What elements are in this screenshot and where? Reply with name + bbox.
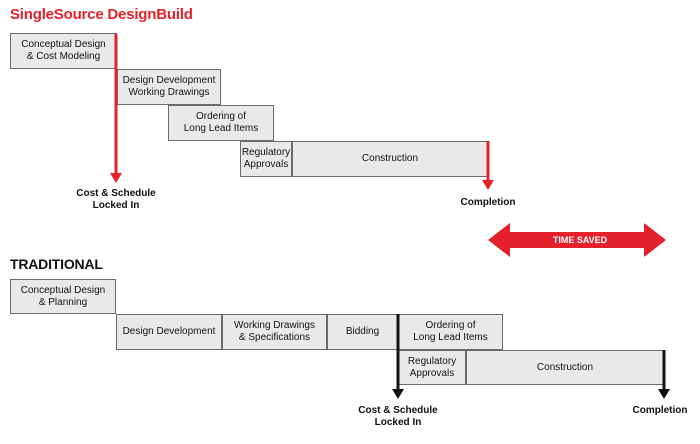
step-label: Design Development Working Drawings — [122, 75, 216, 98]
step-label: Conceptual Design & Cost Modeling — [21, 39, 106, 62]
step-label: Regulatory Approvals — [407, 355, 457, 379]
tr-completion-label: Completion — [632, 405, 688, 416]
tr-step-construction: Construction — [466, 350, 664, 385]
step-label: Conceptual Design & Planning — [20, 284, 106, 308]
db-step-conceptual-design: Conceptual Design & Cost Modeling — [10, 33, 117, 69]
designbuild-title: SingleSource DesignBuild — [10, 6, 193, 23]
db-step-long-lead-items: Ordering of Long Lead Items — [168, 105, 274, 141]
tr-step-conceptual-design: Conceptual Design & Planning — [10, 279, 116, 314]
time-saved-label: TIME SAVED — [552, 235, 608, 245]
db-step-construction: Construction — [292, 141, 488, 177]
step-label: Bidding — [345, 326, 380, 337]
tr-step-long-lead-items: Ordering of Long Lead Items — [398, 314, 503, 350]
step-label: Regulatory Approvals — [241, 147, 291, 170]
tr-step-regulatory-approvals: Regulatory Approvals — [398, 350, 466, 385]
step-label: Ordering of Long Lead Items — [183, 111, 259, 134]
time-saved-double-arrow — [488, 223, 666, 257]
step-label: Working Drawings & Specifications — [234, 320, 315, 343]
db-locked-in-label: Cost & Schedule Locked In — [76, 188, 156, 211]
db-completion-label: Completion — [460, 197, 516, 208]
db-locked-in-arrow — [110, 34, 122, 183]
db-completion-arrow — [482, 141, 494, 190]
step-label: Ordering of Long Lead Items — [413, 320, 488, 343]
tr-locked-in-label: Cost & Schedule Locked In — [358, 405, 438, 428]
step-label: Design Development — [122, 326, 216, 337]
tr-step-working-drawings: Working Drawings & Specifications — [222, 314, 327, 350]
step-label: Construction — [536, 361, 594, 373]
tr-locked-in-arrow — [392, 314, 404, 399]
traditional-title: TRADITIONAL — [10, 256, 103, 272]
tr-completion-arrow — [658, 350, 670, 399]
step-label: Construction — [361, 153, 419, 164]
tr-step-design-development: Design Development — [116, 314, 222, 350]
db-step-regulatory-approvals: Regulatory Approvals — [240, 141, 292, 177]
